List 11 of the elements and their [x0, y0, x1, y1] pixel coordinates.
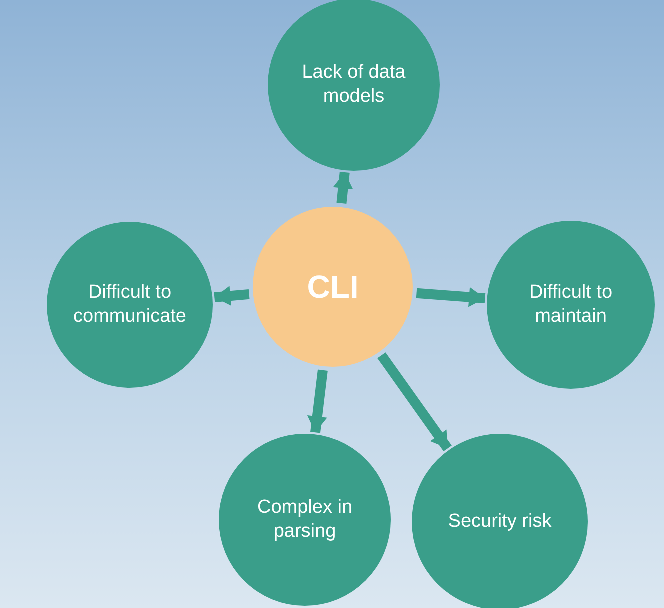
- topic-label: Complex in parsing: [256, 496, 354, 544]
- topic-label: Security risk: [448, 510, 552, 534]
- topic-label: Difficult to maintain: [528, 281, 614, 329]
- topic-label: Lack of data models: [301, 61, 407, 109]
- arrow: [214, 286, 250, 306]
- topic-label: Difficult to communicate: [72, 281, 188, 329]
- arrow: [333, 172, 354, 204]
- arrow: [378, 352, 452, 452]
- arrow: [307, 370, 328, 434]
- arrow: [416, 287, 486, 308]
- center-label: CLI: [307, 268, 359, 307]
